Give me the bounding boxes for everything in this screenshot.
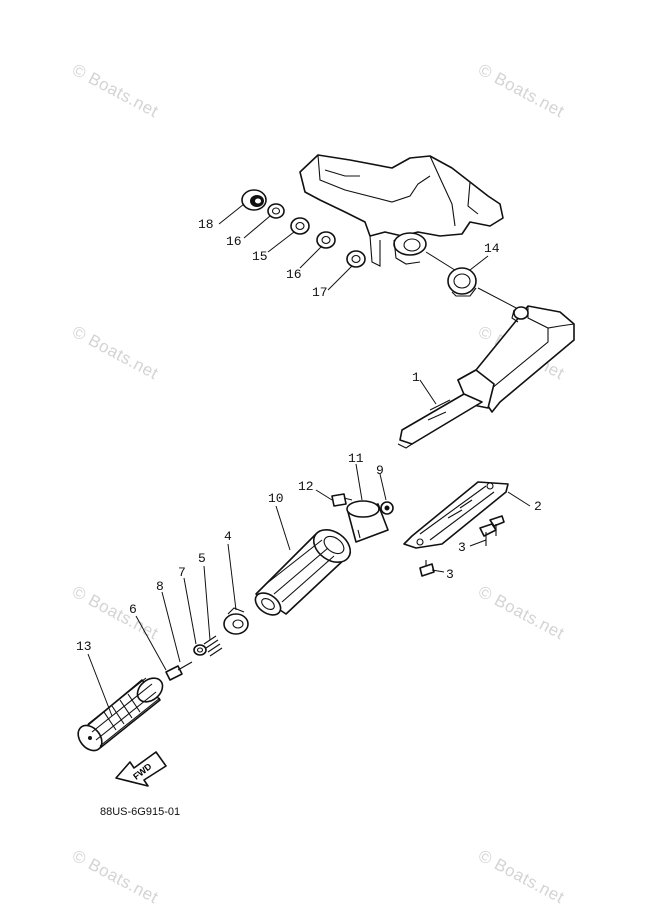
part-7-washer — [193, 644, 207, 656]
callout-12: 12 — [298, 479, 314, 494]
part-3-screw — [419, 560, 435, 577]
callout-2: 2 — [534, 499, 542, 514]
callout-15: 15 — [252, 249, 268, 264]
part-16-washer — [267, 203, 285, 219]
part-3-screw — [479, 515, 505, 546]
callout-9: 9 — [376, 463, 384, 478]
part-18-washer — [346, 250, 366, 268]
callout-16: 16 — [286, 267, 302, 282]
callout-1: 1 — [412, 370, 420, 385]
part-1-steering-arm — [397, 305, 575, 449]
leader-lines — [87, 203, 531, 717]
callout-10: 10 — [268, 491, 284, 506]
part-4-cap — [223, 607, 249, 635]
part-9-nut — [380, 501, 394, 515]
part-11-collar — [346, 500, 389, 543]
callout-14: 14 — [484, 241, 500, 256]
callout-11: 11 — [348, 451, 364, 466]
callout-8: 8 — [156, 579, 164, 594]
callout-17: 18 — [198, 217, 214, 232]
part-12-screw — [331, 493, 353, 507]
callout-6: 6 — [129, 602, 137, 617]
callout-18: 17 — [312, 285, 328, 300]
part-14-bushing — [447, 267, 477, 297]
part-15-lock-washer — [290, 217, 310, 235]
part-2-cover — [403, 481, 509, 549]
callout-4: 4 — [224, 529, 232, 544]
callout-5: 5 — [198, 551, 206, 566]
callout-3: 3 — [458, 540, 466, 555]
part-5-spring — [203, 635, 223, 657]
diagram-code: 88US-6G915-01 — [100, 806, 181, 818]
part-6-bolt — [165, 661, 193, 681]
callout-3: 3 — [446, 567, 454, 582]
part-13-grip — [77, 677, 164, 752]
callout-13: 13 — [76, 639, 92, 654]
fwd-arrow-icon: FWD — [115, 751, 167, 787]
steering-bracket — [299, 154, 504, 267]
part-10-throttle-tube — [254, 528, 352, 616]
part-16-washer — [316, 231, 336, 249]
part-17-nut — [241, 189, 267, 211]
callout-16: 16 — [226, 234, 242, 249]
callout-7: 7 — [178, 565, 186, 580]
